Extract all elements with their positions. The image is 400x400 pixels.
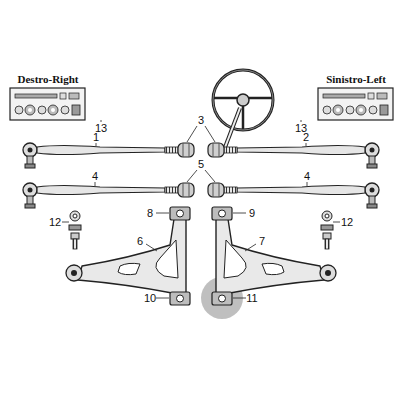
ball-joint-kit xyxy=(69,211,81,249)
tie-rod xyxy=(23,143,194,168)
kit-box xyxy=(318,88,393,120)
tie-rod xyxy=(208,183,379,208)
callout-number: 7 xyxy=(258,236,266,247)
callout-number: 8 xyxy=(146,208,154,219)
tie-rod xyxy=(208,143,379,168)
kit-box xyxy=(10,88,85,120)
control-arm xyxy=(212,207,336,305)
callout-number: 3 xyxy=(197,115,205,126)
callout-number: 6 xyxy=(136,236,144,247)
control-arm xyxy=(66,207,190,305)
callout-number: 5 xyxy=(197,159,205,170)
ball-joint-kit xyxy=(321,211,333,249)
callout-number: 12 xyxy=(48,217,62,228)
leader-lines xyxy=(62,120,340,298)
tie-rod xyxy=(23,183,194,208)
side-heading: Sinistro-Left xyxy=(325,74,387,85)
callout-number: 4 xyxy=(303,171,311,182)
callout-number: 10 xyxy=(143,293,157,304)
callout-number: 2 xyxy=(302,132,310,143)
callout-number: 9 xyxy=(248,208,256,219)
callout-number: 11 xyxy=(245,293,258,304)
side-heading: Destro-Right xyxy=(17,74,80,85)
callout-number: 4 xyxy=(91,171,99,182)
steering-wheel xyxy=(213,70,273,150)
callout-number: 12 xyxy=(340,217,354,228)
callout-number: 1 xyxy=(92,132,100,143)
